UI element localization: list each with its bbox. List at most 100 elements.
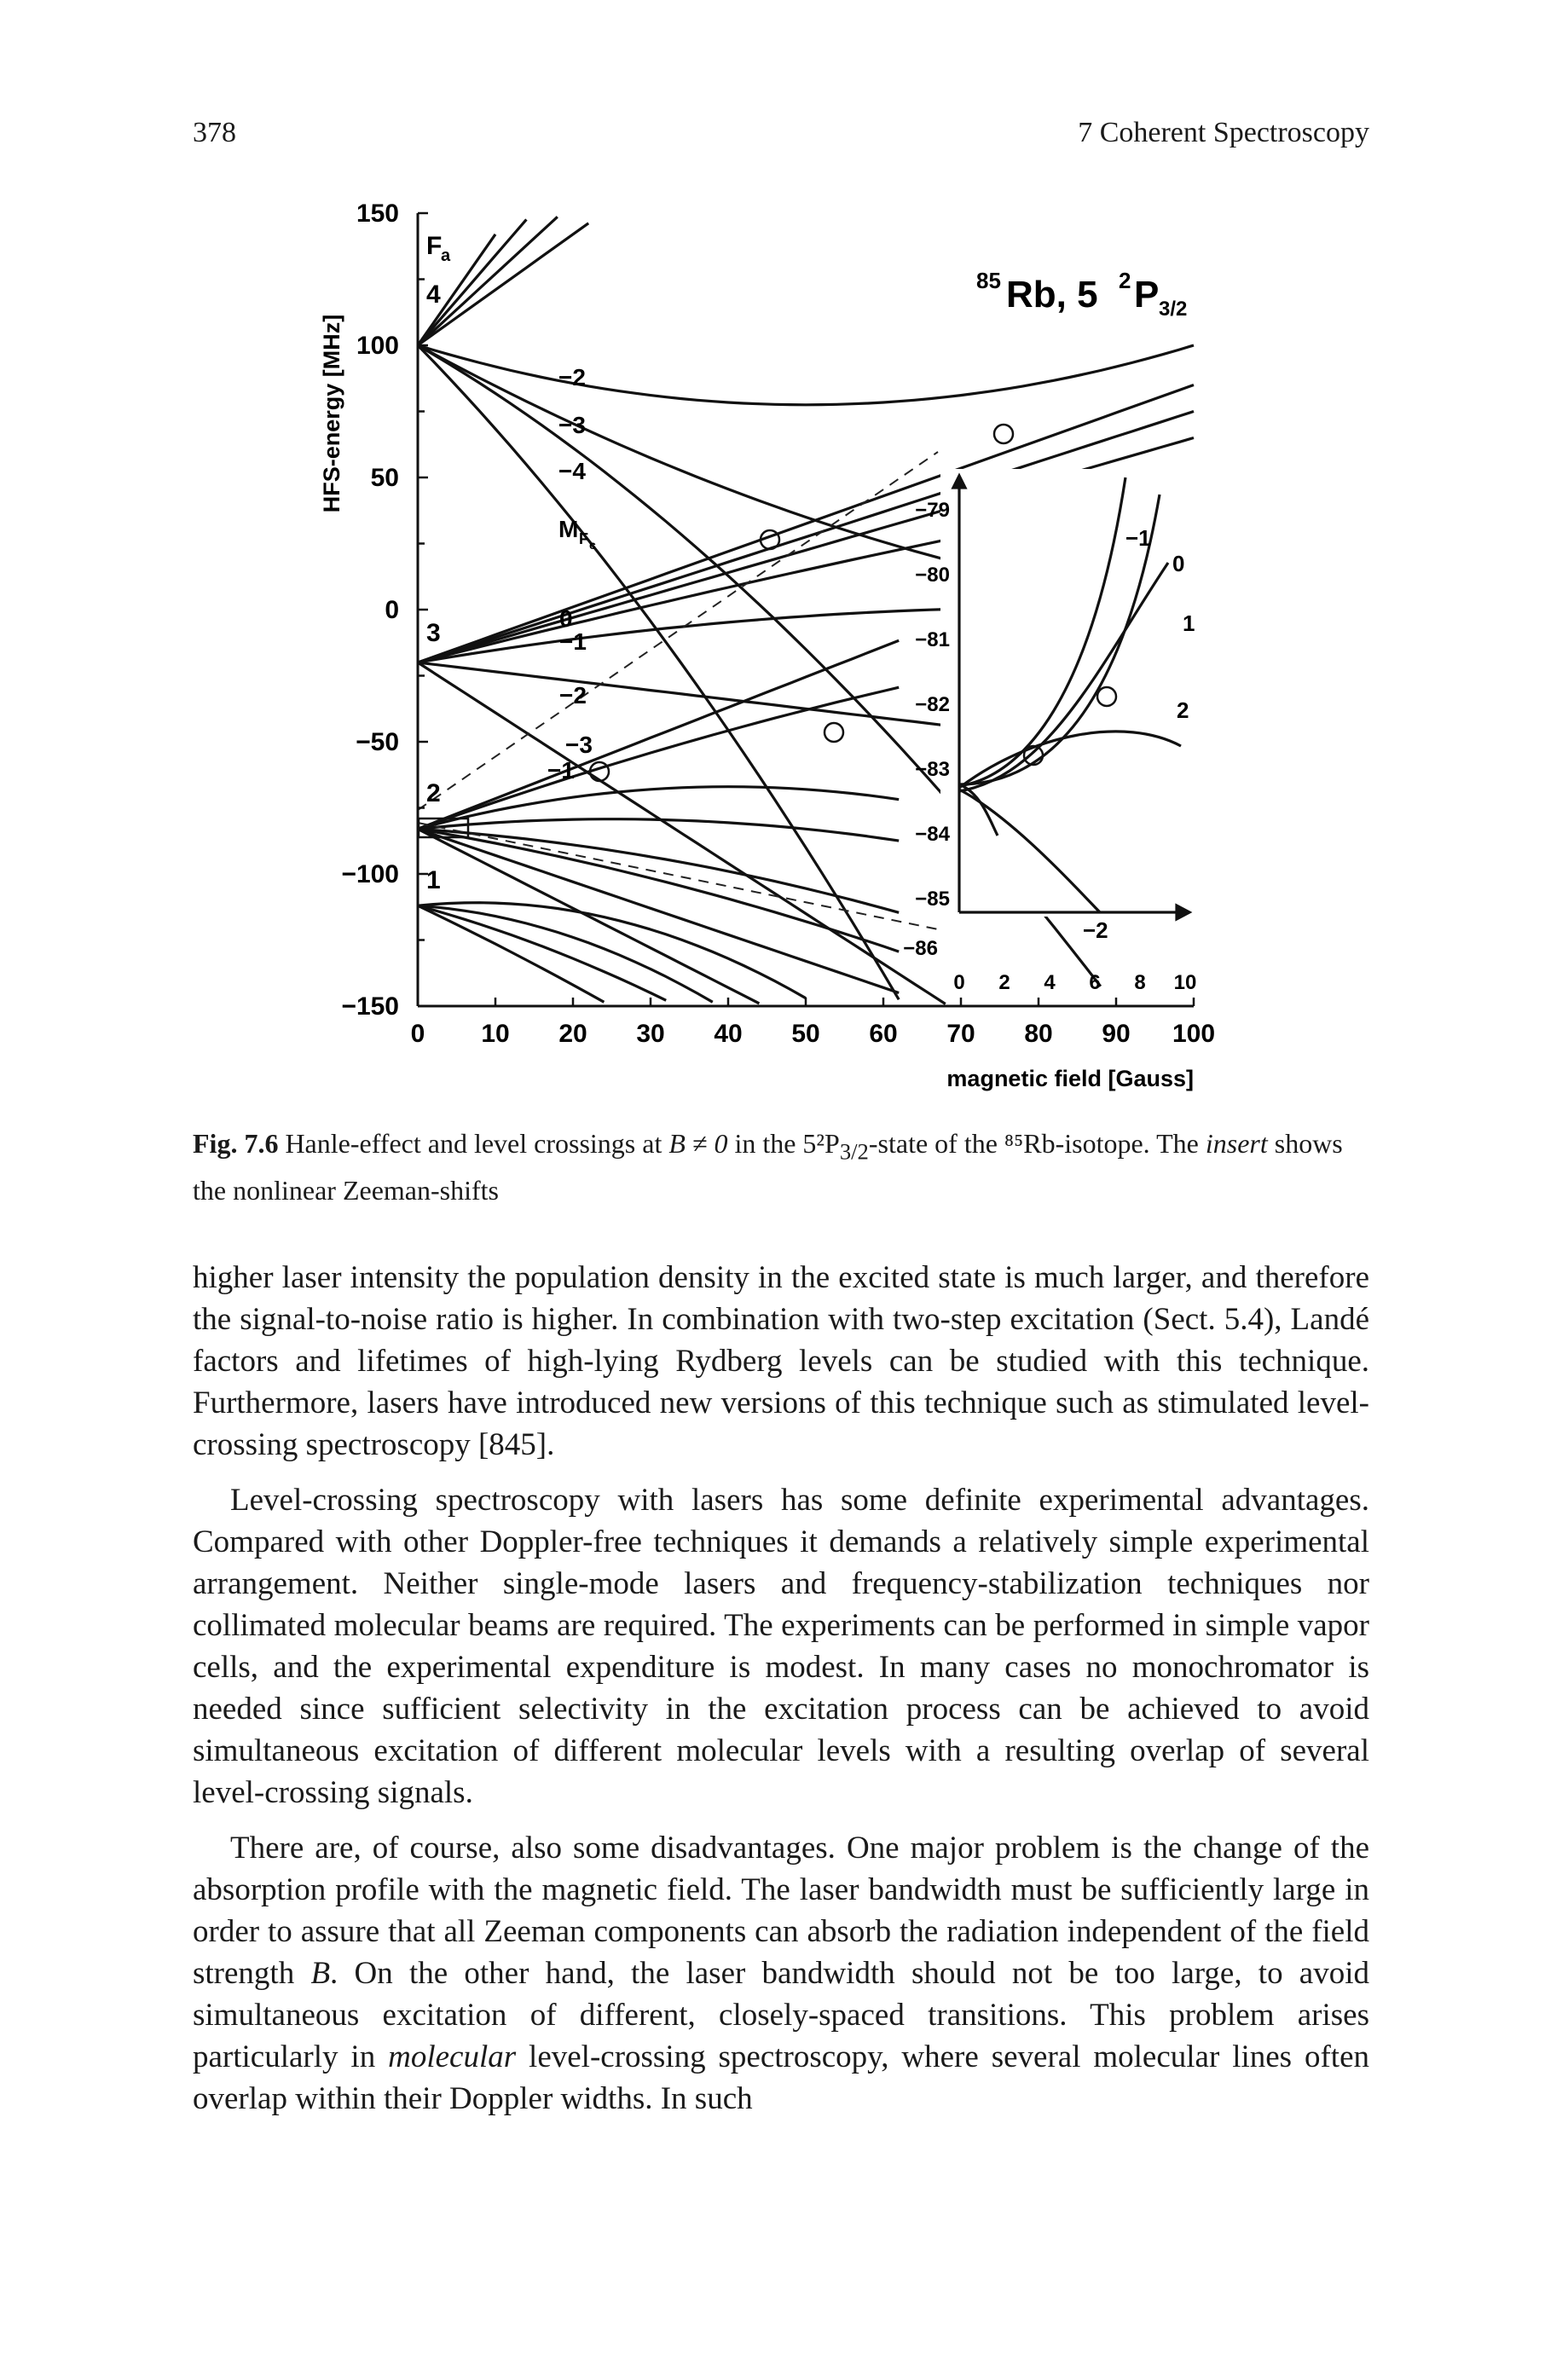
page-number: 378 xyxy=(193,117,236,148)
inset-x-tick-label: 4 xyxy=(1044,971,1056,994)
page-header: 378 7 Coherent Spectroscopy xyxy=(193,117,1369,159)
x-tick-label: 40 xyxy=(714,1020,742,1048)
paragraph-3: There are, of course, also some disadvan… xyxy=(193,1827,1369,2120)
y-tick-label: −50 xyxy=(356,728,399,756)
caption-insert: insert xyxy=(1205,1128,1268,1159)
inset-x-tick-labels: 0 2 4 6 8 10 xyxy=(953,971,1196,994)
inset-x-tick-label: 6 xyxy=(1089,971,1100,994)
mf-label-upper: −4 xyxy=(558,458,586,484)
level-curve-f2 xyxy=(417,818,900,842)
caption-text: -state of the ⁸⁵Rb-isotope. The xyxy=(868,1128,1206,1159)
title-sup: 2 xyxy=(1119,268,1131,293)
fa-value-4: 4 xyxy=(426,281,441,309)
level-curve-f1 xyxy=(417,904,714,1004)
inset-x-tick-label: 2 xyxy=(998,971,1010,994)
mf-label-mid: −1 xyxy=(559,628,587,655)
level-curve-f1 xyxy=(417,901,807,1000)
inset-crossing-2 xyxy=(1096,686,1118,708)
figure-caption: Fig. 7.6 Hanle-effect and level crossing… xyxy=(193,1124,1369,1210)
paragraph-3-molecular: molecular xyxy=(388,2039,517,2074)
mf-label: M xyxy=(558,516,578,542)
paragraph-3-text: . On the other hand, the laser bandwidth… xyxy=(193,1956,1369,2074)
inset-curve-2 xyxy=(958,730,1182,790)
fa-value-3: 3 xyxy=(426,619,441,647)
y-tick-label: −150 xyxy=(341,992,399,1021)
x-tick-label: 50 xyxy=(791,1020,819,1048)
inset-curve-m1 xyxy=(958,477,1127,788)
inset-curve-label: 2 xyxy=(1177,697,1189,723)
inset-x-tick-label: 0 xyxy=(953,971,964,994)
fa-value-1: 1 xyxy=(426,866,441,894)
inset-background xyxy=(940,469,1196,917)
crossing-2 xyxy=(992,423,1015,445)
level-curve-f4 xyxy=(416,218,528,347)
inset-y-tick-labels: −79 −80 −81 −82 −83 −84 −85 −86 xyxy=(903,499,950,960)
title-element: Rb, 5 xyxy=(1006,274,1098,315)
inset-y-tick-label: −85 xyxy=(915,888,950,911)
paragraph-3-text: There are, of course, also some disadvan… xyxy=(193,1831,1369,1991)
paragraph-1: higher laser intensity the population de… xyxy=(193,1260,1369,1462)
y-tick-label: 0 xyxy=(385,596,399,624)
mf-label-mid: −1 xyxy=(547,757,575,784)
level-curve-f4 xyxy=(417,344,1195,407)
level-curve-f2 xyxy=(417,785,900,830)
inset-curve-1 xyxy=(958,562,1170,793)
inset xyxy=(951,472,1193,922)
inset-y-tick-label: −84 xyxy=(915,823,950,846)
dashed-lines xyxy=(417,451,939,930)
inset-y-tick-label: −86 xyxy=(903,937,938,960)
inset-x-tick-label: 10 xyxy=(1174,971,1197,994)
inset-crossing-1 xyxy=(1022,744,1044,766)
fa-labels: F a 4 3 2 1 xyxy=(426,232,451,894)
mf-label-mid: 0 xyxy=(559,605,573,632)
crossing-4 xyxy=(588,761,610,783)
inset-crossings xyxy=(1022,686,1118,766)
figure-hanle-level-crossing: 150 100 50 0 −50 −100 −150 0 10 20 30 40… xyxy=(319,200,1215,1091)
mf-label-mid: −3 xyxy=(565,732,593,758)
inset-curve-label: −1 xyxy=(1125,525,1151,551)
caption-text: in the 5²P xyxy=(727,1128,840,1159)
title-sub: 3/2 xyxy=(1159,298,1187,321)
dashed-line-1 xyxy=(417,451,939,811)
caption-sub: 3/2 xyxy=(839,1138,869,1165)
level-curve-f4 xyxy=(416,233,497,346)
axis-ticks xyxy=(416,211,1195,1008)
x-axis-label: magnetic field [Gauss] xyxy=(946,1066,1194,1091)
level-curve-f2 xyxy=(417,827,761,1005)
inset-curve-labels: −1 0 1 2 −2 xyxy=(1083,525,1195,943)
inset-y-arrow xyxy=(951,472,968,489)
fa-label: F xyxy=(426,232,442,260)
inset-x-tick-label: 8 xyxy=(1134,971,1145,994)
inset-y-tick-label: −81 xyxy=(915,628,950,651)
x-tick-label: 100 xyxy=(1172,1020,1215,1048)
crossing-3 xyxy=(823,721,845,743)
inset-curve-label: 0 xyxy=(1172,551,1184,576)
inset-y-tick-label: −82 xyxy=(915,693,950,716)
mf-label-upper: −2 xyxy=(558,364,586,390)
caption-text: Hanle-effect and level crossings at xyxy=(285,1128,669,1159)
title-p: P xyxy=(1134,274,1159,315)
mf-label-upper: −3 xyxy=(558,412,586,438)
y-axis-label: HFS-energy [MHz] xyxy=(319,315,344,513)
fa-value-2: 2 xyxy=(426,779,441,807)
level-curve-f3 xyxy=(417,383,1195,664)
level-curve-f1 xyxy=(417,904,605,1004)
inset-curve-extra xyxy=(958,783,999,836)
inset-y-tick-label: −83 xyxy=(915,758,950,781)
x-tick-labels: 0 10 20 30 40 50 60 70 80 90 100 xyxy=(411,1020,1215,1048)
crossing-1 xyxy=(759,529,781,551)
inset-x-arrow xyxy=(1175,903,1193,922)
level-curve-f2 xyxy=(417,686,900,830)
x-tick-label: 20 xyxy=(558,1020,587,1048)
y-tick-labels: 150 100 50 0 −50 −100 −150 xyxy=(341,200,399,1021)
level-curve-f2 xyxy=(417,827,900,914)
x-tick-label: 60 xyxy=(869,1020,897,1048)
inset-curve-label: −2 xyxy=(1083,917,1108,943)
mf-labels: −2 −3 −4 M F c 0 −1 −2 −3 −1 xyxy=(547,364,596,784)
y-tick-label: 100 xyxy=(356,332,399,360)
mf-label-mid: −2 xyxy=(559,682,587,709)
inset-y-tick-label: −80 xyxy=(915,564,950,587)
x-tick-label: 90 xyxy=(1102,1020,1130,1048)
inset-curve-label: 1 xyxy=(1183,610,1195,636)
x-tick-label: 0 xyxy=(411,1020,425,1048)
